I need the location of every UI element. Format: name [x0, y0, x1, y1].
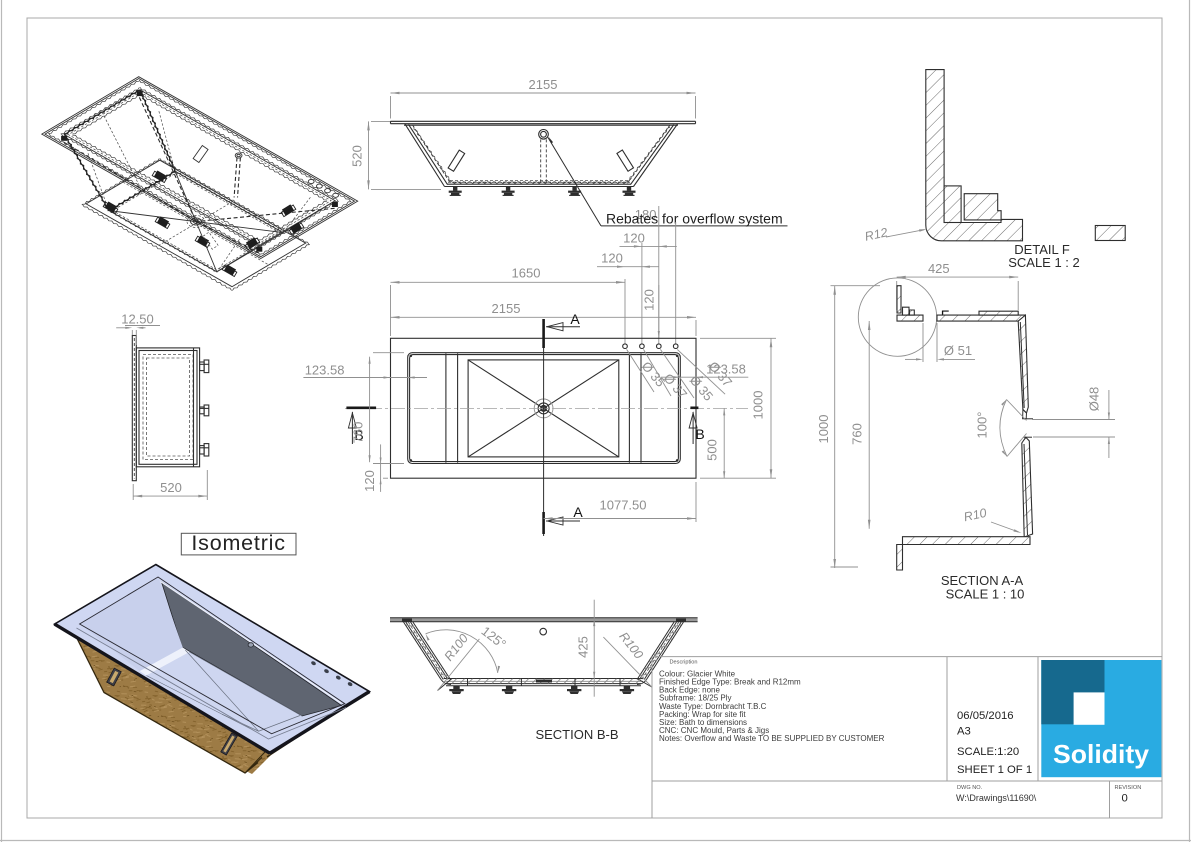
svg-text:R100: R100: [616, 629, 645, 661]
svg-text:425: 425: [928, 261, 950, 276]
svg-text:A: A: [573, 504, 583, 520]
svg-text:120: 120: [601, 251, 623, 266]
svg-text:B: B: [695, 426, 704, 442]
svg-text:Finished Edge Type: Break and: Finished Edge Type: Break and R12mm: [659, 678, 801, 687]
svg-text:06/05/2016: 06/05/2016: [957, 710, 1014, 722]
svg-text:Colour: Glacier White: Colour: Glacier White: [659, 670, 736, 679]
svg-text:SCALE:1:20: SCALE:1:20: [957, 746, 1019, 758]
svg-text:REVISION: REVISION: [1115, 785, 1142, 791]
svg-text:500: 500: [705, 439, 720, 461]
svg-text:Ø48: Ø48: [1087, 387, 1102, 412]
svg-text:Solidity: Solidity: [1053, 739, 1150, 769]
svg-text:180: 180: [635, 207, 657, 222]
svg-text:Back Edge: none: Back Edge: none: [659, 686, 720, 695]
svg-text:760: 760: [850, 423, 865, 445]
svg-text:W:\Drawings\11690\: W:\Drawings\11690\: [956, 793, 1037, 803]
svg-text:Rebates for overflow system: Rebates for overflow system: [606, 211, 783, 227]
svg-text:R10: R10: [962, 506, 987, 524]
svg-text:SECTION A-A: SECTION A-A: [941, 573, 1024, 588]
svg-text:123.58: 123.58: [305, 363, 345, 378]
svg-text:2155: 2155: [529, 77, 558, 92]
svg-text:R12: R12: [863, 225, 888, 243]
svg-text:Isometric: Isometric: [191, 531, 285, 555]
svg-text:R100: R100: [442, 631, 471, 663]
svg-text:0: 0: [1122, 793, 1128, 805]
svg-text:520: 520: [160, 480, 182, 495]
svg-text:SECTION B-B: SECTION B-B: [535, 727, 618, 742]
svg-text:Description: Description: [670, 660, 698, 666]
svg-text:425: 425: [576, 636, 591, 658]
svg-text:Packing: Wrap for site fit: Packing: Wrap for site fit: [659, 710, 746, 719]
svg-text:1000: 1000: [816, 415, 831, 444]
svg-text:123.58: 123.58: [706, 362, 746, 377]
svg-text:1650: 1650: [512, 266, 541, 281]
svg-text:Ø 51: Ø 51: [944, 343, 972, 358]
svg-text:Waste Type: Dornbracht T.B.C: Waste Type: Dornbracht T.B.C: [659, 702, 767, 711]
svg-text:100°: 100°: [975, 412, 990, 439]
svg-text:Ø 35: Ø 35: [639, 358, 669, 389]
svg-text:B: B: [354, 427, 363, 443]
svg-text:520: 520: [350, 145, 365, 167]
svg-text:2155: 2155: [492, 301, 521, 316]
svg-text:A3: A3: [957, 726, 971, 738]
svg-text:Notes: Overflow and Waste TO B: Notes: Overflow and Waste TO BE SUPPLIED…: [659, 734, 885, 743]
svg-text:A: A: [570, 311, 580, 327]
svg-text:DETAIL F: DETAIL F: [1014, 242, 1070, 257]
svg-text:120: 120: [623, 231, 645, 246]
svg-text:SCALE 1 : 10: SCALE 1 : 10: [946, 587, 1025, 602]
svg-text:1077.50: 1077.50: [600, 498, 647, 513]
svg-text:12.50: 12.50: [121, 312, 154, 327]
svg-text:CNC: CNC Mould, Parts & Jigs: CNC: CNC Mould, Parts & Jigs: [659, 726, 769, 735]
svg-text:DWG NO.: DWG NO.: [957, 785, 983, 791]
svg-text:SHEET 1 OF 1: SHEET 1 OF 1: [957, 764, 1032, 776]
svg-text:760: 760: [351, 422, 366, 444]
svg-text:120: 120: [362, 470, 377, 492]
svg-text:Size: Bath to dimensions: Size: Bath to dimensions: [659, 718, 747, 727]
svg-text:SCALE 1 : 2: SCALE 1 : 2: [1008, 255, 1080, 270]
svg-text:1000: 1000: [751, 391, 766, 420]
svg-text:125°: 125°: [479, 623, 509, 651]
svg-text:120: 120: [642, 289, 657, 311]
svg-text:Subframe: 18/25 Ply: Subframe: 18/25 Ply: [659, 694, 731, 703]
